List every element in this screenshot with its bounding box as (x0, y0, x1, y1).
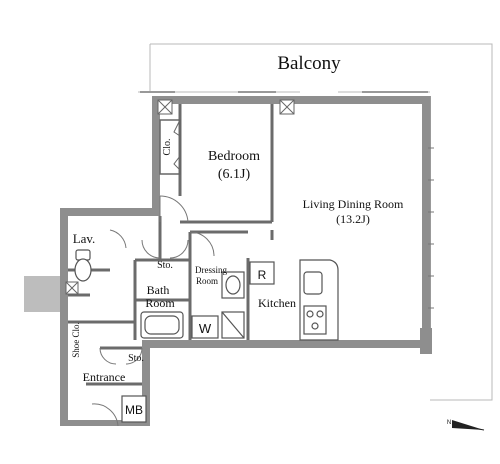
bathtub (140, 311, 184, 339)
closet (159, 119, 181, 175)
dressing-room-label-line1: Dressing (195, 265, 227, 275)
lavatory-label: Lav. (73, 231, 96, 246)
shoe-closet-label: Shoe Clo. (71, 322, 81, 358)
toilet (74, 249, 92, 282)
storage-lower-label: Sto. (128, 353, 144, 364)
north-arrow-icon: N (447, 420, 485, 431)
kitchen-counter (299, 259, 339, 341)
bedroom-label: Bedroom (208, 149, 260, 164)
pillar (420, 328, 432, 354)
vanity-sink (221, 271, 245, 299)
living-room-label: Living Dining Room (303, 197, 404, 211)
bedroom-size-label: (6.1J) (218, 167, 251, 182)
balcony-label: Balcony (277, 53, 341, 74)
living-room-size-label: (13.2J) (336, 212, 370, 226)
bath-room-label-line1: Bath (147, 283, 170, 297)
refrigerator-space (249, 261, 275, 285)
hallway-block (24, 276, 60, 312)
duct-box-lower (65, 281, 79, 295)
washer-pan (191, 311, 245, 339)
storage-upper-label: Sto. (157, 260, 173, 271)
meter-box-label: MB (125, 403, 143, 417)
refrigerator-label: R (258, 268, 267, 282)
washer-label: W (199, 321, 212, 336)
closet-label: Clo. (162, 139, 173, 156)
compass-label: N (447, 420, 451, 426)
meter-box (121, 395, 147, 423)
window-ticks (428, 147, 434, 309)
kitchen-label: Kitchen (258, 296, 296, 310)
dressing-room-label-line2: Room (196, 276, 218, 286)
duct-box-right (279, 99, 295, 115)
entrance-label: Entrance (83, 370, 126, 384)
doors (91, 195, 215, 427)
bath-room-label-line2: Room (145, 296, 175, 310)
duct-box-left (157, 99, 173, 115)
